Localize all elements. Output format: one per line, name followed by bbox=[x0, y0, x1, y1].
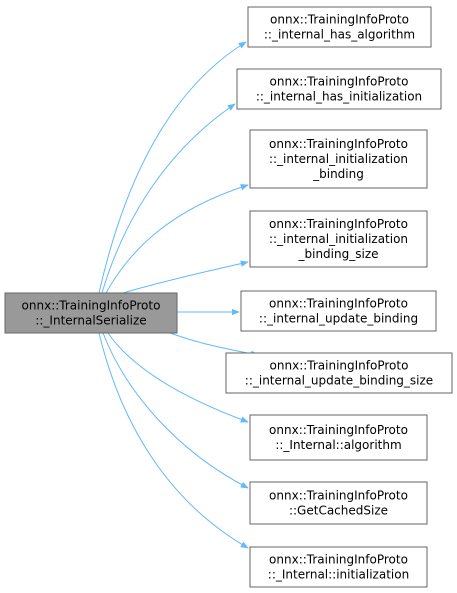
target-node-box bbox=[225, 352, 453, 394]
target-node-label-line: _binding_size bbox=[298, 247, 379, 261]
target-node-box bbox=[249, 546, 428, 588]
target-node-box bbox=[249, 210, 428, 268]
call-edge bbox=[122, 260, 249, 294]
target-node-label-line: onnx::TrainingInfoProto bbox=[270, 13, 409, 27]
target-node-label-line: ::_internal_update_binding_size bbox=[245, 374, 433, 388]
source-node[interactable]: onnx::TrainingInfoProto::_InternalSerial… bbox=[4, 292, 178, 334]
call-edge bbox=[107, 332, 249, 423]
target-node-label-line: onnx::TrainingInfoProto bbox=[269, 297, 408, 311]
source-node-label-line: onnx::TrainingInfoProto bbox=[22, 299, 161, 313]
source-node-box bbox=[4, 292, 178, 334]
target-node-label-line: _binding bbox=[312, 167, 364, 181]
target-node-label-line: ::GetCachedSize bbox=[289, 504, 388, 518]
target-node-label-line: ::_Internal::algorithm bbox=[275, 438, 401, 452]
target-node-label-line: ::_internal_initialization bbox=[269, 152, 408, 166]
target-node-box bbox=[249, 414, 428, 461]
target-node-label-line: onnx::TrainingInfoProto bbox=[269, 217, 408, 231]
target-node[interactable]: onnx::TrainingInfoProto::_internal_updat… bbox=[225, 352, 453, 394]
target-node-label-line: onnx::TrainingInfoProto bbox=[269, 423, 408, 437]
target-node-label-line: ::_internal_update_binding bbox=[259, 312, 418, 326]
target-node-label-line: ::_internal_has_initialization bbox=[256, 90, 422, 104]
source-node-label-line: ::_InternalSerialize bbox=[35, 314, 146, 328]
target-node-label-line: onnx::TrainingInfoProto bbox=[269, 137, 408, 151]
target-node[interactable]: onnx::TrainingInfoProto::_Internal::algo… bbox=[249, 414, 428, 461]
target-node-box bbox=[247, 6, 432, 48]
target-node[interactable]: onnx::TrainingInfoProto::GetCachedSize bbox=[249, 481, 428, 525]
target-node-label-line: onnx::TrainingInfoProto bbox=[269, 553, 408, 567]
target-node-label-line: onnx::TrainingInfoProto bbox=[270, 75, 409, 89]
target-node[interactable]: onnx::TrainingInfoProto::_internal_updat… bbox=[240, 290, 437, 332]
target-node-label-line: onnx::TrainingInfoProto bbox=[270, 359, 409, 373]
target-node-label-line: onnx::TrainingInfoProto bbox=[269, 489, 408, 503]
target-node-box bbox=[249, 481, 428, 525]
target-node[interactable]: onnx::TrainingInfoProto::_internal_initi… bbox=[249, 210, 428, 268]
target-node[interactable]: onnx::TrainingInfoProto::_internal_initi… bbox=[249, 129, 428, 189]
target-node-box bbox=[249, 129, 428, 189]
call-edge bbox=[105, 184, 249, 294]
target-node[interactable]: onnx::TrainingInfoProto::_Internal::init… bbox=[249, 546, 428, 588]
target-node-label-line: ::_Internal::initialization bbox=[268, 568, 409, 582]
call-edge bbox=[98, 41, 247, 294]
target-node-label-line: ::_internal_has_algorithm bbox=[264, 28, 415, 42]
target-node-box bbox=[240, 290, 437, 332]
call-edge bbox=[101, 103, 236, 294]
target-node-box bbox=[236, 68, 442, 110]
call-edge bbox=[102, 332, 249, 489]
call-edge bbox=[98, 332, 249, 549]
target-node[interactable]: onnx::TrainingInfoProto::_internal_has_i… bbox=[236, 68, 442, 110]
target-node[interactable]: onnx::TrainingInfoProto::_internal_has_a… bbox=[247, 6, 432, 48]
target-node-label-line: ::_internal_initialization bbox=[269, 232, 408, 246]
call-edge bbox=[169, 332, 259, 357]
